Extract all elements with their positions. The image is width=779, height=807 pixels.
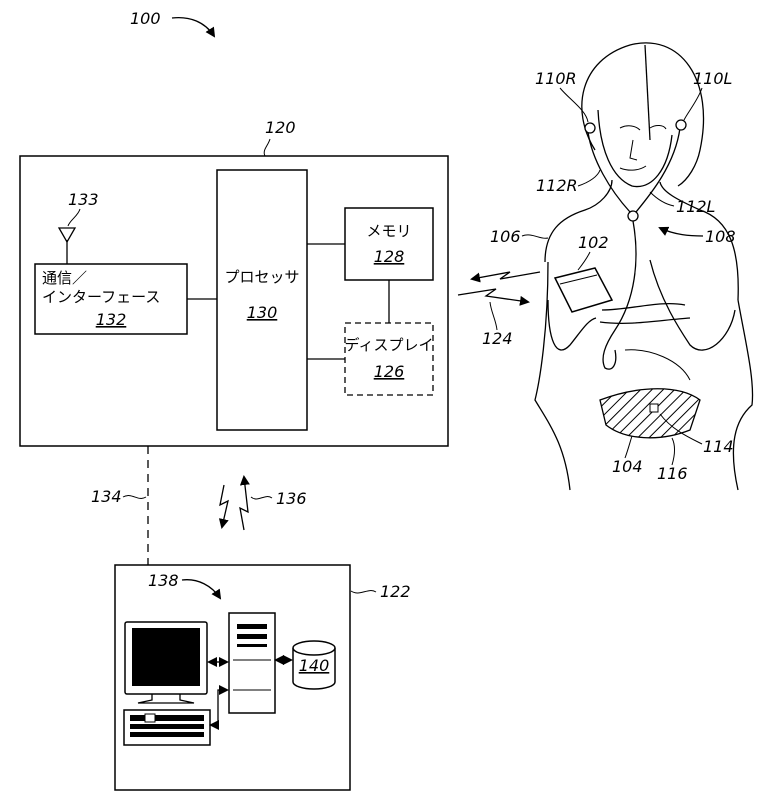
comm-interface-label-1: 通信／ bbox=[42, 269, 87, 287]
antenna-leader bbox=[67, 208, 81, 227]
earpiece-left-icon bbox=[675, 119, 687, 131]
memory-label: メモリ bbox=[366, 222, 411, 240]
database-icon bbox=[292, 640, 336, 690]
handheld-ref: 102 bbox=[578, 233, 609, 252]
sensor-icon bbox=[649, 403, 659, 413]
stethoscope-ref: 108 bbox=[705, 227, 736, 246]
hair-part bbox=[644, 44, 651, 141]
user-illustration bbox=[534, 42, 754, 491]
processor-label: プロセッサ bbox=[224, 268, 299, 286]
remote-arrow-up bbox=[239, 475, 250, 531]
abdomen-region bbox=[599, 388, 701, 439]
earpiece-right-ref: 110R bbox=[535, 69, 577, 88]
computer-ref: 138 bbox=[148, 571, 179, 590]
left-arm bbox=[547, 299, 597, 351]
face-outline bbox=[597, 109, 673, 188]
wireless-link-ref: 124 bbox=[482, 329, 513, 348]
wired-link-ref: 134 bbox=[91, 487, 122, 506]
memory-ref: 128 bbox=[374, 247, 405, 266]
antenna-icon bbox=[57, 227, 77, 244]
display-ref: 126 bbox=[374, 362, 405, 381]
earpiece-left-ref: 110L bbox=[693, 69, 732, 88]
stethoscope-chest-tube bbox=[602, 220, 637, 370]
left-shoulder bbox=[544, 179, 613, 263]
computer-ref-arrow bbox=[181, 579, 222, 600]
hair-outline bbox=[581, 42, 705, 187]
antenna-ref: 133 bbox=[68, 190, 99, 209]
body-ref: 106 bbox=[490, 227, 521, 246]
server-device-leader bbox=[263, 138, 271, 157]
stethoscope-tube-right bbox=[587, 131, 631, 213]
wireless-link-leader bbox=[489, 301, 498, 331]
display-label: ディスプレイ bbox=[345, 336, 434, 354]
memory-box bbox=[344, 207, 434, 281]
handheld-device-icon bbox=[553, 267, 614, 313]
display-box bbox=[344, 322, 434, 396]
remote-arrow-down bbox=[218, 484, 229, 529]
wireless-arrow-right bbox=[457, 288, 530, 306]
tower-icon bbox=[228, 612, 276, 714]
right-arm bbox=[649, 259, 736, 351]
stethoscope-tube-left bbox=[635, 127, 681, 213]
processor-box bbox=[216, 169, 308, 431]
abdomen-region-ref: 104 bbox=[612, 457, 643, 476]
comm-interface-label-2: インターフェース bbox=[42, 288, 160, 306]
keyboard-tower-link bbox=[217, 685, 229, 725]
keyboard-icon bbox=[123, 709, 211, 746]
monitor-icon bbox=[124, 621, 208, 704]
torso-left bbox=[534, 261, 571, 491]
right-shoulder bbox=[659, 181, 739, 301]
sensor-ref: 114 bbox=[703, 437, 734, 456]
processor-ref: 130 bbox=[247, 303, 278, 322]
comm-interface-ref: 132 bbox=[96, 310, 127, 329]
database-ref: 140 bbox=[299, 656, 330, 675]
remote-system-leader bbox=[350, 590, 377, 594]
region-ref: 116 bbox=[657, 464, 688, 483]
wired-link-leader bbox=[122, 495, 147, 499]
remote-system-ref: 122 bbox=[380, 582, 411, 601]
remote-wireless-ref: 136 bbox=[276, 489, 307, 508]
remote-wireless-leader bbox=[250, 496, 273, 500]
earpiece-right-icon bbox=[584, 122, 596, 134]
wireless-arrow-left bbox=[470, 271, 541, 283]
server-device-ref: 120 bbox=[265, 118, 296, 137]
tube-right-ref: 112R bbox=[536, 176, 578, 195]
comm-interface-box bbox=[34, 263, 188, 335]
figure-ref-arrow bbox=[171, 16, 216, 38]
torso-right bbox=[732, 299, 754, 491]
figure-ref-label: 100 bbox=[130, 9, 161, 28]
tube-left-ref: 112L bbox=[676, 197, 715, 216]
